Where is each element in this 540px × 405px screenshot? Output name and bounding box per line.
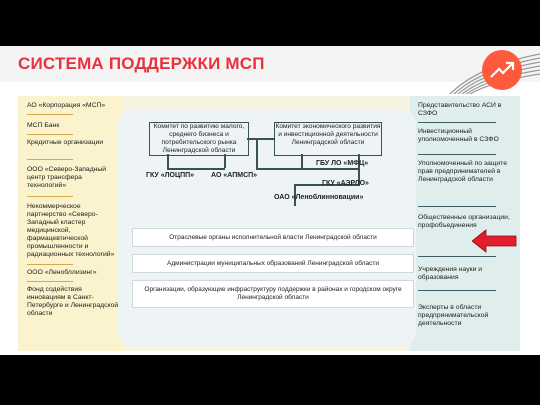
connector bbox=[301, 154, 303, 168]
committee-box: Комитет экономического развития и инвест… bbox=[274, 122, 382, 156]
right-item: Уполномоченный по защите прав предприним… bbox=[418, 160, 507, 183]
red-arrow-left-icon bbox=[472, 229, 517, 253]
committee-box: Комитет по развитию малого, среднего биз… bbox=[149, 122, 249, 156]
title-bar: СИСТЕМА ПОДДЕРЖКИ МСП bbox=[0, 46, 540, 82]
divider bbox=[27, 134, 73, 135]
org-node: ГКУ «АЭРЛО» bbox=[322, 180, 369, 187]
connector bbox=[294, 184, 296, 206]
divider bbox=[27, 196, 73, 197]
support-system-diagram: АО «Корпорация «МСП» МСП Банк Кредитные … bbox=[18, 96, 520, 351]
connector bbox=[294, 184, 360, 186]
left-item: Фонд содействия инновациям в Санкт-Петер… bbox=[27, 286, 119, 317]
org-node: ОАО «Леноблинновации» bbox=[274, 194, 364, 201]
left-item: МСП Банк bbox=[27, 122, 60, 129]
page-title: СИСТЕМА ПОДДЕРЖКИ МСП bbox=[18, 54, 265, 73]
info-band: Администрации муниципальных образований … bbox=[132, 254, 414, 273]
org-node: ГКУ «ЛОЦПП» bbox=[146, 172, 195, 179]
right-panel bbox=[410, 96, 520, 351]
divider bbox=[27, 281, 73, 282]
info-band-text: Организации, образующие инфраструктуру п… bbox=[144, 286, 402, 301]
connector bbox=[256, 168, 302, 170]
info-band: Отраслевые органы исполнительной власти … bbox=[132, 228, 414, 247]
connector bbox=[301, 168, 359, 170]
divider bbox=[418, 256, 496, 257]
connector bbox=[167, 168, 225, 170]
left-item: Некоммерческое партнерство «Северо-Запад… bbox=[27, 203, 115, 258]
org-node: ГБУ ЛО «МФЦ» bbox=[316, 160, 369, 167]
left-item: ООО «Ленобллизинг» bbox=[27, 269, 97, 276]
divider bbox=[418, 206, 496, 207]
right-item: Учреждения науки и образования bbox=[418, 266, 483, 281]
right-item: Эксперты в области предпринимательской д… bbox=[418, 304, 489, 327]
connector bbox=[224, 154, 226, 168]
connector bbox=[358, 154, 360, 184]
right-item: Представительство АСИ в СЗФО bbox=[418, 102, 502, 117]
info-band: Организации, образующие инфраструктуру п… bbox=[132, 280, 414, 308]
left-item: Кредитные организации bbox=[27, 139, 104, 146]
divider bbox=[418, 154, 496, 155]
left-panel bbox=[18, 96, 123, 351]
divider bbox=[27, 159, 73, 160]
divider bbox=[27, 114, 73, 115]
left-item: АО «Корпорация «МСП» bbox=[27, 102, 106, 109]
divider bbox=[418, 290, 496, 291]
right-item: Общественные организации, профобъединени… bbox=[418, 214, 510, 229]
divider bbox=[418, 122, 496, 123]
org-node: АО «АПМСП» bbox=[211, 172, 258, 179]
left-item: ООО «Северо-Западный центр трансфера тех… bbox=[27, 166, 107, 189]
right-item: Инвестиционный уполномоченный в СЗФО bbox=[418, 128, 499, 143]
connector bbox=[167, 154, 169, 168]
connector bbox=[247, 138, 274, 140]
divider bbox=[27, 264, 73, 265]
slide: СИСТЕМА ПОДДЕРЖКИ МСП АО «Корпорация «МС… bbox=[0, 46, 540, 355]
connector bbox=[256, 138, 258, 168]
trend-up-arrow-icon bbox=[482, 50, 522, 90]
